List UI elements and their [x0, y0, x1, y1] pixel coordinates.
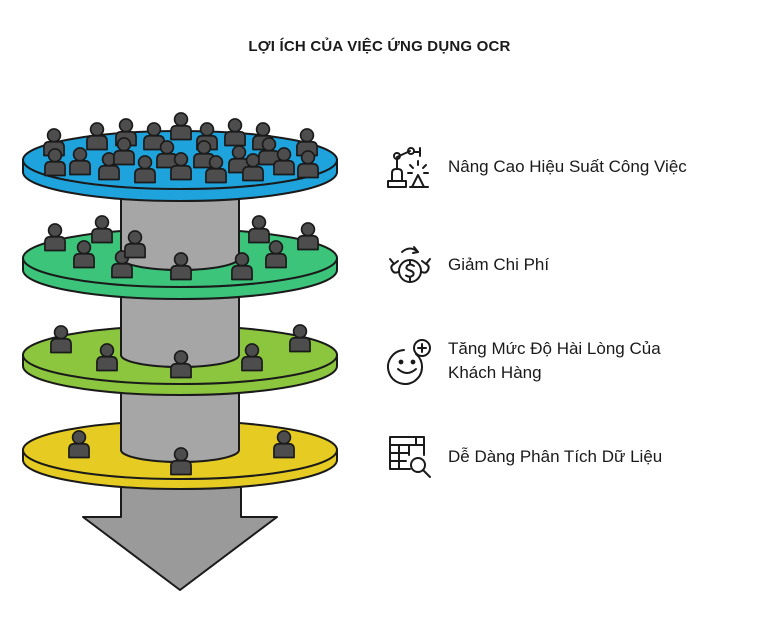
person-icon: [248, 215, 270, 244]
benefit-label: Dễ Dàng Phân Tích Dữ Liệu: [448, 445, 662, 469]
person-icon: [289, 324, 311, 353]
benefit-label-line: Nâng Cao Hiệu Suất Công Việc: [448, 157, 687, 176]
person-icon: [86, 122, 108, 151]
money-saving-icon: [389, 246, 431, 283]
benefit-label: Giảm Chi Phí: [448, 253, 549, 277]
benefit-label-line: Tăng Mức Độ Hài Lòng Của: [448, 339, 661, 358]
person-icon: [50, 325, 72, 354]
benefit-item: Nâng Cao Hiệu Suất Công Việc: [386, 143, 687, 191]
table-search-icon: [389, 436, 431, 478]
benefit-label-line: Giảm Chi Phí: [448, 255, 550, 274]
benefit-label: Nâng Cao Hiệu Suất Công Việc: [448, 155, 687, 179]
person-icon: [170, 112, 192, 141]
benefit-item: Tăng Mức Độ Hài Lòng Của Khách Hàng: [386, 337, 661, 385]
person-icon: [44, 223, 66, 252]
benefit-item: Giảm Chi Phí: [386, 241, 549, 289]
benefit-item: Dễ Dàng Phân Tích Dữ Liệu: [386, 433, 662, 481]
benefit-label-line: Khách Hàng: [448, 363, 542, 382]
diagram-title: LỢI ÍCH CỦA VIỆC ỨNG DỤNG OCR: [248, 38, 511, 55]
person-icon: [297, 222, 319, 251]
robot-arm-icon: [387, 147, 429, 188]
smiley-plus-icon: [387, 339, 431, 385]
benefit-label-line: Dễ Dàng Phân Tích Dữ Liệu: [448, 447, 663, 466]
benefit-label: Tăng Mức Độ Hài Lòng Của Khách Hàng: [448, 337, 661, 385]
person-icon: [91, 215, 113, 244]
person-icon: [224, 118, 246, 147]
down-arrow: [82, 475, 278, 591]
